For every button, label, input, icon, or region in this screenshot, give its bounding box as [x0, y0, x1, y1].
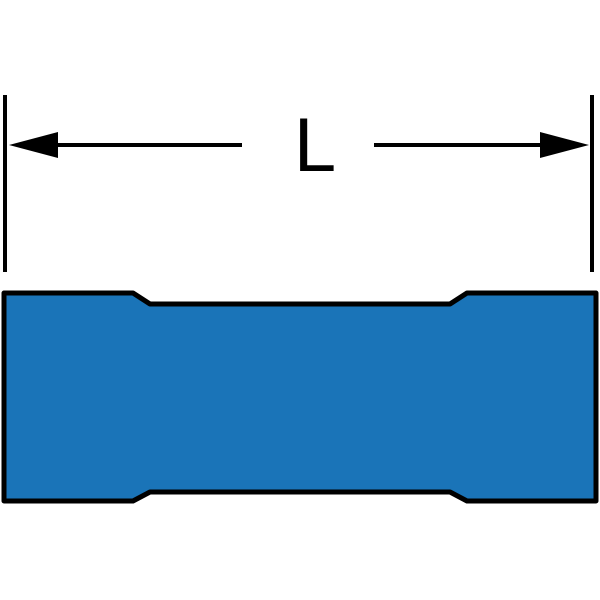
- left-arrowhead-icon: [9, 132, 58, 158]
- right-arrowhead-icon: [540, 132, 589, 158]
- connector-body: [1, 290, 599, 504]
- dimension-label: L: [294, 103, 336, 188]
